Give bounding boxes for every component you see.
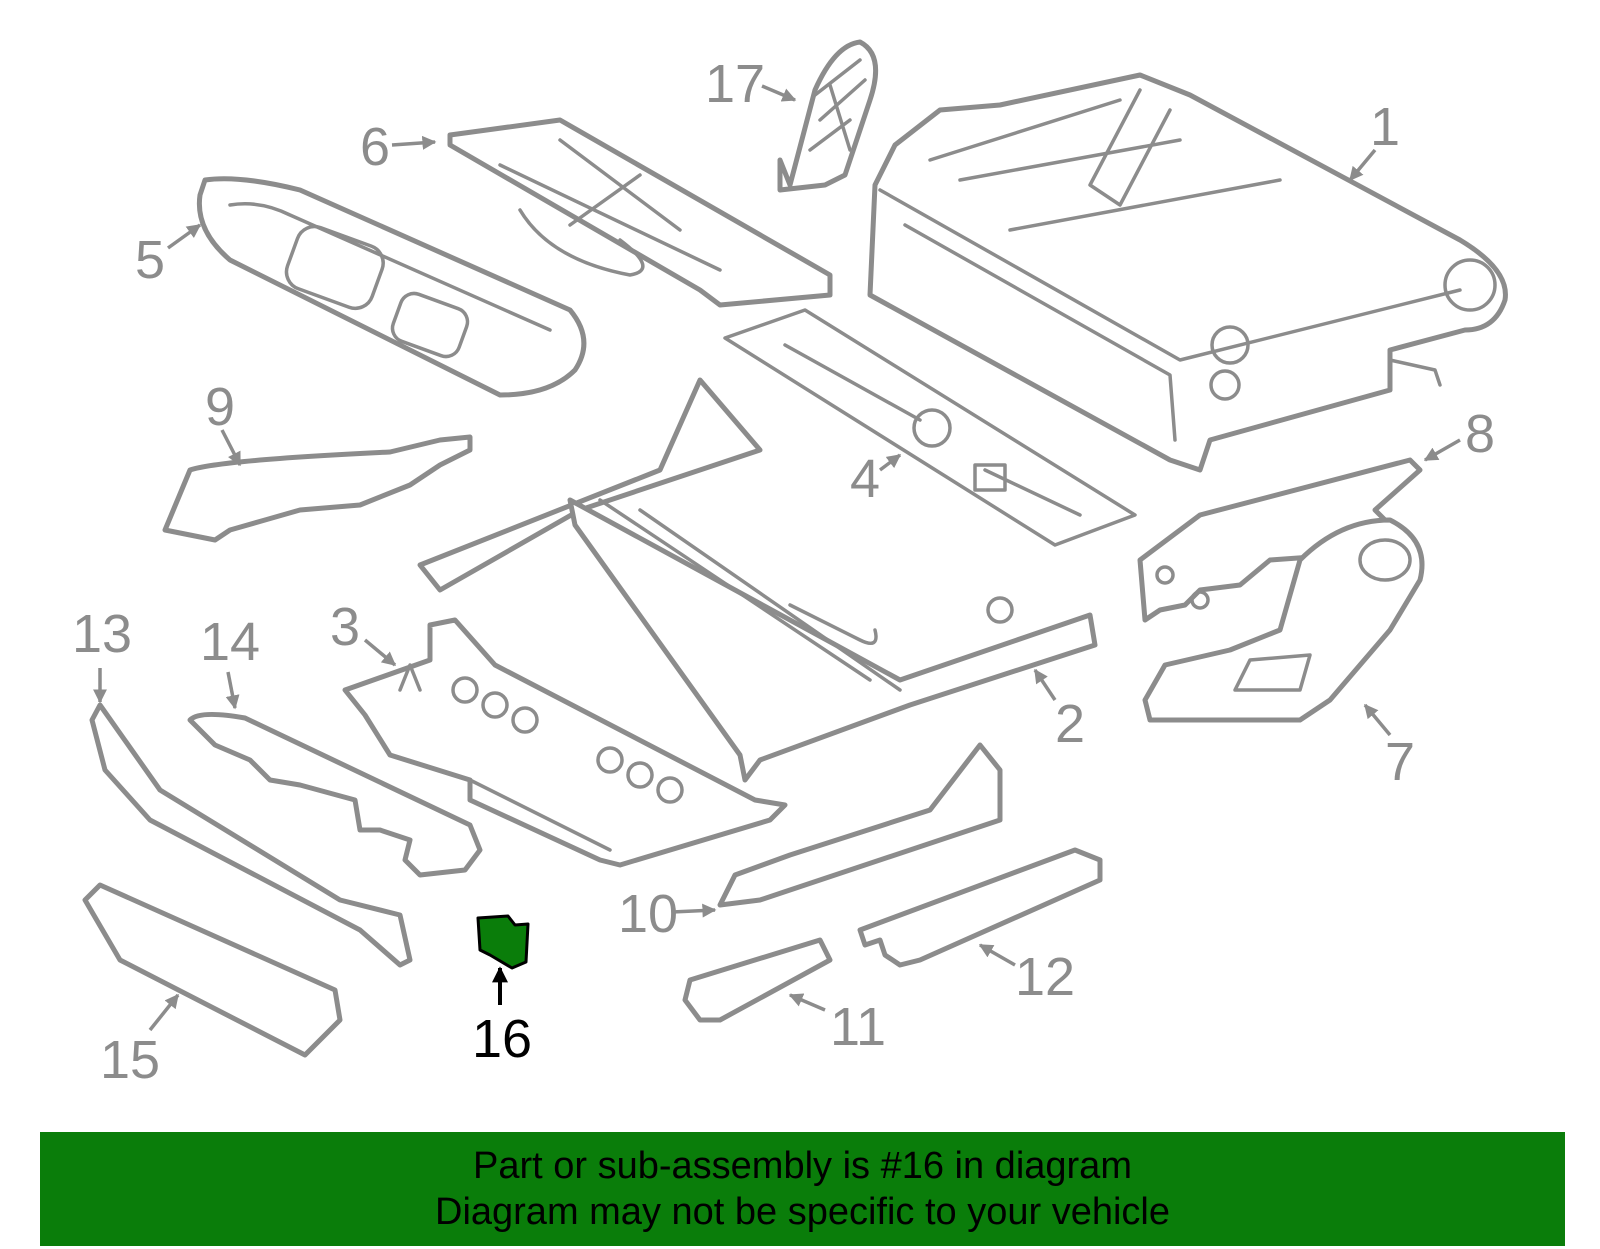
part-2-seat-track bbox=[417, 377, 1098, 783]
svg-text:4: 4 bbox=[850, 449, 880, 509]
svg-text:17: 17 bbox=[705, 54, 765, 114]
part-6-tray bbox=[447, 117, 833, 308]
svg-text:6: 6 bbox=[360, 117, 390, 177]
callout-12: 12 bbox=[978, 943, 1075, 1007]
part-5-seat-pan bbox=[196, 176, 587, 398]
part-1-seat-frame bbox=[867, 72, 1508, 473]
part-9-side-trim bbox=[162, 434, 473, 543]
svg-text:5: 5 bbox=[135, 230, 165, 290]
part-13-long-trim bbox=[89, 702, 413, 968]
callout-3: 3 bbox=[330, 597, 397, 667]
svg-text:14: 14 bbox=[200, 612, 260, 672]
callout-6: 6 bbox=[360, 117, 437, 177]
callout-4: 4 bbox=[850, 449, 902, 509]
part-15-lower-trim bbox=[82, 882, 343, 1058]
part-17-bracket bbox=[777, 39, 879, 193]
svg-text:12: 12 bbox=[1015, 947, 1075, 1007]
part-11-channel-piece bbox=[682, 937, 833, 1023]
part-14-panel-trim bbox=[187, 712, 483, 878]
svg-text:13: 13 bbox=[72, 604, 132, 664]
callout-9: 9 bbox=[205, 377, 242, 467]
part-7-side-cover bbox=[1142, 517, 1425, 723]
callout-7: 7 bbox=[1363, 703, 1415, 792]
callout-15: 15 bbox=[100, 993, 180, 1090]
banner-line-2: Diagram may not be specific to your vehi… bbox=[435, 1191, 1170, 1233]
callout-11: 11 bbox=[788, 993, 886, 1057]
banner-line-1: Part or sub-assembly is #16 in diagram bbox=[473, 1145, 1132, 1187]
svg-text:2: 2 bbox=[1055, 694, 1085, 754]
part-12-channel-trim bbox=[857, 847, 1103, 968]
part-3-base-plate bbox=[342, 617, 788, 868]
callout-5: 5 bbox=[135, 223, 202, 290]
callout-13: 13 bbox=[72, 604, 132, 704]
callout-17: 17 bbox=[705, 54, 797, 114]
part-10-curved-trim bbox=[717, 742, 1003, 908]
svg-text:10: 10 bbox=[618, 884, 678, 944]
info-banner: Part or sub-assembly is #16 in diagram D… bbox=[40, 1132, 1565, 1246]
callout-14: 14 bbox=[200, 612, 260, 710]
svg-text:15: 15 bbox=[100, 1030, 160, 1090]
part-4-cable-kit bbox=[723, 308, 1137, 547]
callout-2: 2 bbox=[1033, 668, 1085, 754]
callout-10: 10 bbox=[618, 884, 717, 944]
part-16-highlighted bbox=[476, 914, 530, 970]
svg-text:8: 8 bbox=[1465, 404, 1495, 464]
callout-1: 1 bbox=[1348, 97, 1400, 182]
svg-text:1: 1 bbox=[1370, 97, 1400, 157]
svg-text:16: 16 bbox=[472, 1009, 532, 1069]
svg-text:11: 11 bbox=[830, 997, 886, 1057]
svg-text:9: 9 bbox=[205, 377, 235, 437]
svg-text:7: 7 bbox=[1385, 732, 1415, 792]
callout-8: 8 bbox=[1423, 404, 1495, 464]
callout-16: 16 bbox=[472, 966, 532, 1069]
svg-text:3: 3 bbox=[330, 597, 360, 657]
